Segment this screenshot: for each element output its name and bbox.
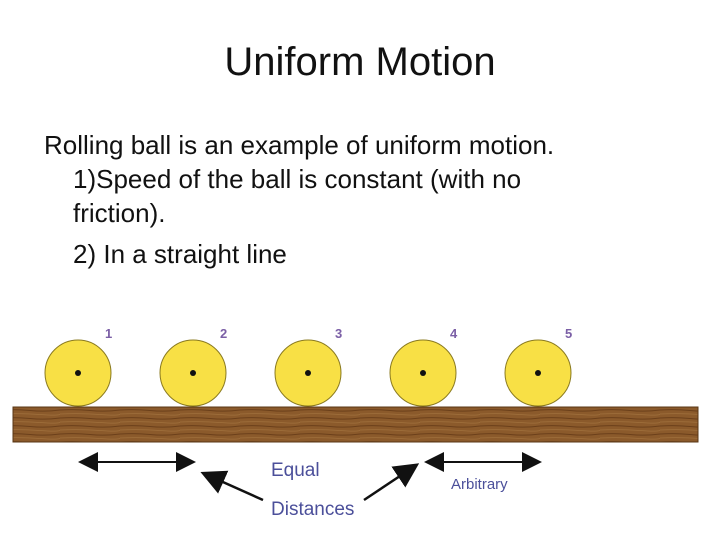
ball-center-dot (535, 370, 541, 376)
point-2: 2) In a straight line (73, 239, 287, 269)
distances-label: Distances (271, 499, 354, 520)
intro-text: Rolling ball is an example of uniform mo… (44, 130, 555, 160)
slide-title: Uniform Motion (224, 40, 496, 84)
ball-center-dot (190, 370, 196, 376)
ball-number-label: 3 (335, 326, 342, 341)
ball-center-dot (75, 370, 81, 376)
pointer-arrow-right (363, 463, 420, 502)
ball-center-dot (420, 370, 426, 376)
balls-group: 1 2 3 4 5 (44, 326, 572, 407)
arbitrary-label: Arbitrary (451, 476, 508, 493)
ball-number-label: 5 (565, 326, 572, 341)
point-1-line-2: friction). (73, 198, 166, 228)
slide-body: Rolling ball is an example of uniform mo… (44, 128, 684, 271)
point-1-line-1: 1)Speed of the ball is constant (with no (73, 164, 522, 194)
ball-number-label: 2 (220, 326, 227, 341)
pointer-arrow-left (200, 470, 264, 502)
ball-number-label: 4 (450, 326, 458, 341)
wooden-surface (12, 406, 699, 443)
ball-center-dot (305, 370, 311, 376)
equal-label: Equal (271, 460, 320, 481)
ball-number-label: 1 (105, 326, 112, 341)
